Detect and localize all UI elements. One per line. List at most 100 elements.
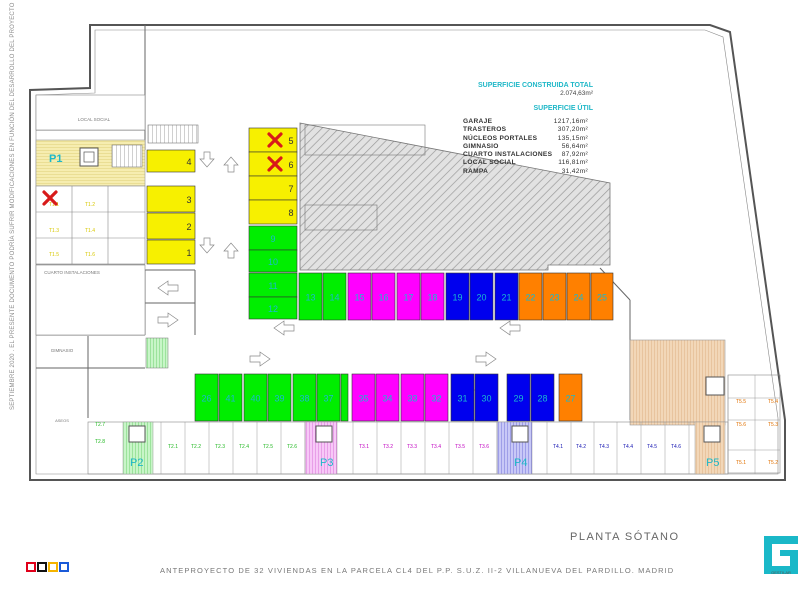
core-p5-bottom-lift <box>703 425 721 443</box>
sold-x-icon <box>267 156 283 172</box>
core-p4-lift <box>511 425 529 443</box>
parking-space-number: 26 <box>201 394 211 404</box>
arrow-right-icon <box>157 312 179 328</box>
area-value: 135,15m² <box>557 134 588 142</box>
area-value: 116,81m² <box>558 159 588 167</box>
storage-room-label: T1.2 <box>85 202 95 208</box>
parking-space-number: 18 <box>427 293 437 303</box>
parking-space-number: 9 <box>270 234 275 244</box>
sold-x-icon <box>42 190 58 206</box>
parking-space <box>248 225 298 251</box>
parking-space-number: 12 <box>268 304 278 314</box>
parking-space <box>494 272 519 321</box>
arrow-left-icon <box>273 320 295 336</box>
parking-space <box>351 373 376 422</box>
storage-room-label: T3.5 <box>455 444 465 450</box>
area-value: 307,20m² <box>557 126 588 134</box>
sold-marks <box>42 132 283 206</box>
arrow-up-icon <box>223 242 239 259</box>
parking-space-number: 1 <box>186 248 191 258</box>
storage-block-left <box>35 185 146 265</box>
parking-space <box>506 373 531 422</box>
parking-space <box>347 272 372 321</box>
storage-room-label: T4.4 <box>623 444 633 450</box>
parking-space <box>292 373 317 422</box>
area-value: 31,42m² <box>561 167 588 175</box>
core-p3-lift <box>315 425 333 443</box>
area-label: LOCAL SOCIAL <box>463 159 516 167</box>
storage-room-label: T1.3 <box>49 228 59 234</box>
parking-space-number: 19 <box>452 293 462 303</box>
parking-space-number: 28 <box>537 394 547 404</box>
portal-p4-label: P4 <box>514 457 527 469</box>
area-label: CUARTO INSTALACIONES <box>463 151 553 159</box>
useful-area-title: SUPERFICIE ÚTIL <box>533 105 593 112</box>
local-social-label: LOCAL SOCIAL <box>78 117 111 122</box>
storage-room-label: T5.2 <box>768 460 778 466</box>
parking-space-number: 22 <box>525 293 535 303</box>
table-row: RAMPA 31,42m² <box>463 168 588 176</box>
storage-room-label: T2.3 <box>215 444 225 450</box>
parking-space <box>400 373 425 422</box>
parking-space-number: 27 <box>565 394 575 404</box>
ramp-top <box>147 124 199 144</box>
parking-space-number: 16 <box>378 293 388 303</box>
hatched-area-block-1 <box>304 124 426 156</box>
storage-room-label: T3.4 <box>431 444 441 450</box>
storage-room-label: T2.8 <box>95 439 105 445</box>
core-p1-lift <box>79 147 99 167</box>
cuarto-instalaciones-room <box>35 264 146 336</box>
storage-room-label: T5.3 <box>768 422 778 428</box>
storage-room-label: T5.6 <box>736 422 746 428</box>
cuarto-instalaciones-label: CUARTO INSTALACIONES <box>44 270 100 275</box>
parking-space <box>248 175 298 201</box>
parking-space <box>420 272 445 321</box>
storage-room-label: T5.1 <box>736 460 746 466</box>
storage-room-label: T2.2 <box>191 444 201 450</box>
parking-space <box>248 199 298 225</box>
table-row: LOCAL SOCIAL 116,81m² <box>463 159 588 167</box>
parking-space <box>248 296 298 320</box>
parking-space <box>243 373 268 422</box>
parking-space-number: 32 <box>431 394 441 404</box>
storage-room-label: T4.1 <box>553 444 563 450</box>
storage-room-label: T2.4 <box>239 444 249 450</box>
portal-p2-label: P2 <box>130 457 143 469</box>
parking-space <box>146 212 196 240</box>
parking-space <box>558 373 583 422</box>
parking-space-number: 23 <box>549 293 559 303</box>
parking-space-number: 14 <box>329 293 339 303</box>
architect-logo <box>26 562 69 572</box>
svg-text:GESTILAR: GESTILAR <box>771 570 791 575</box>
parking-space-number: 11 <box>268 281 277 291</box>
parking-space <box>371 272 396 321</box>
sold-x-icon <box>267 132 283 148</box>
parking-space-number: 15 <box>354 293 364 303</box>
storage-room-label: T1.1 <box>49 202 59 208</box>
outer-wall-inner <box>35 29 779 475</box>
table-row: NÚCLEOS PORTALES 135,15m² <box>463 135 588 143</box>
parking-space-number: 31 <box>457 394 467 404</box>
parking-space <box>248 249 298 273</box>
area-label: NÚCLEOS PORTALES <box>463 134 538 142</box>
parking-space-number: 41 <box>225 394 235 404</box>
arrow-down-icon <box>199 237 215 254</box>
arrow-left-icon <box>499 320 521 336</box>
area-label: RAMPA <box>463 167 489 175</box>
project-footer: ANTEPROYECTO DE 32 VIVIENDAS EN LA PARCE… <box>160 566 675 575</box>
parking-space-number: 20 <box>476 293 486 303</box>
parking-space <box>375 373 400 422</box>
storage-room-label: T5.4 <box>768 399 778 405</box>
parking-space <box>450 373 475 422</box>
arrow-right-icon <box>475 351 497 367</box>
core-p2-lift <box>128 425 146 443</box>
parking-space-number: 30 <box>481 394 491 404</box>
arrow-up-icon <box>223 156 239 173</box>
storage-room-label: T5.5 <box>736 399 746 405</box>
parking-space-number: 3 <box>186 195 191 205</box>
core-p5-lift <box>705 376 725 396</box>
parking-space <box>146 185 196 213</box>
portal-p5-label: P5 <box>706 457 719 469</box>
